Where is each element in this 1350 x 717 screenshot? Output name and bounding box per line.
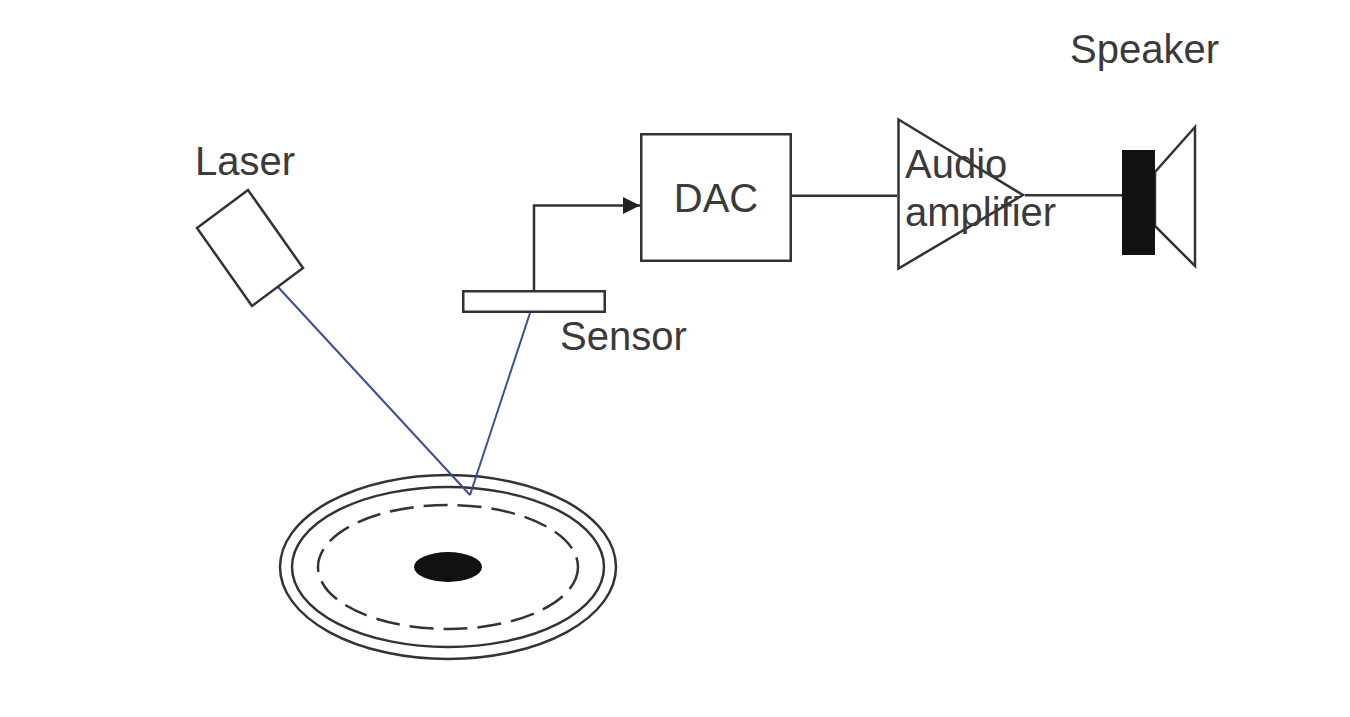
amplifier-triangle: Audio amplifier (897, 118, 1025, 270)
node-label: Laser (195, 137, 395, 185)
dac-box: DAC (640, 133, 792, 262)
signal-wire (792, 195, 897, 198)
disc-track (318, 505, 578, 629)
node-outline (462, 290, 606, 313)
reflected-beam (470, 313, 530, 495)
laser-housing (197, 190, 303, 306)
node-label: Speaker (1070, 25, 1290, 73)
box-outline (463, 291, 605, 312)
speaker-cone (1155, 127, 1195, 266)
sensor-bar: Sensor (462, 290, 606, 313)
node-label: Audio amplifier (905, 140, 1090, 236)
laser-beam (278, 287, 470, 495)
node-outline (1122, 125, 1197, 268)
box-outline (641, 134, 791, 261)
node-label: Sensor (560, 312, 760, 360)
disc-inner-rim (292, 487, 604, 647)
signal-wire (534, 206, 640, 291)
node-label: DAC (664, 174, 768, 222)
disc-hole (414, 552, 482, 582)
speaker-magnet (1122, 150, 1155, 255)
speaker-symbol: Speaker (1122, 125, 1197, 268)
node-outline (195, 185, 305, 310)
disc-outer-rim (280, 475, 616, 659)
laser-emitter: Laser (195, 185, 305, 310)
